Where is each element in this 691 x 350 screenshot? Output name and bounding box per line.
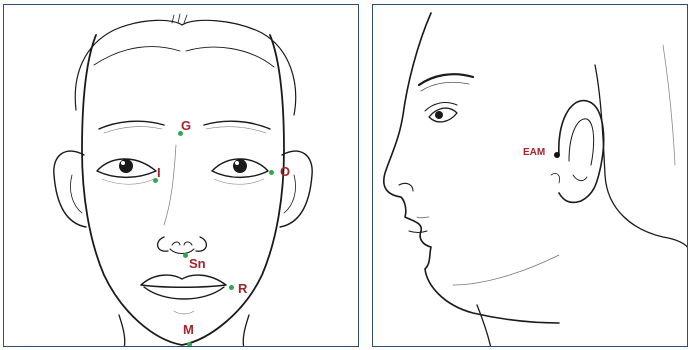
landmark-label-o: O: [280, 165, 290, 178]
profile-face-drawing: [373, 5, 688, 347]
landmark-label-m: M: [183, 323, 194, 336]
landmark-dot-sn: [183, 253, 188, 258]
landmark-dot-m: [187, 342, 192, 347]
landmark-dot-eam: [554, 152, 560, 158]
landmark-dot-o: [269, 170, 274, 175]
landmark-label-sn: Sn: [189, 257, 206, 270]
frontal-face-drawing: [4, 5, 359, 347]
landmark-dot-r: [229, 285, 234, 290]
landmark-label-r: R: [238, 282, 247, 295]
frontal-face-panel: G I O Sn R M: [3, 4, 359, 347]
landmark-label-g: G: [181, 119, 191, 132]
landmark-label-i: I: [157, 166, 161, 179]
profile-face-panel: EAM: [372, 4, 688, 347]
landmark-label-eam: EAM: [523, 148, 545, 158]
